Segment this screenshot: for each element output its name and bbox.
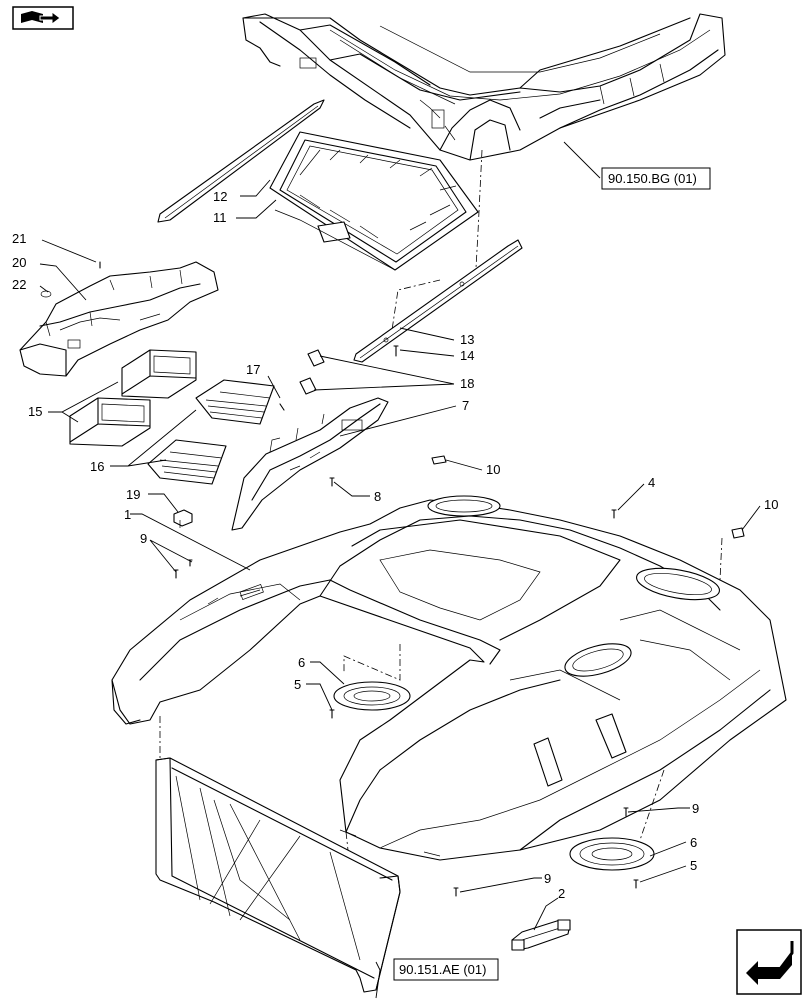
part-6-speaker-left (333, 681, 411, 711)
clip-18-lower (299, 377, 317, 395)
screw-9-right (623, 807, 629, 817)
cab-frame (242, 13, 726, 161)
callout-10-top[interactable]: 10 (486, 462, 500, 477)
ref-box-bg[interactable]: 90.150.BG (01) (601, 167, 711, 190)
part-11-sunroof (269, 131, 479, 271)
callout-15[interactable]: 15 (28, 404, 42, 419)
callout-20[interactable]: 20 (12, 255, 26, 270)
callout-1[interactable]: 1 (124, 507, 131, 522)
arrow-return-icon[interactable] (736, 929, 802, 995)
ref-box-ae[interactable]: 90.151.AE (01) (393, 958, 499, 981)
callout-9-bottom[interactable]: 9 (544, 871, 551, 886)
part-15-vent-lower (69, 397, 151, 447)
part-20-air-duct (19, 261, 219, 377)
callout-5-left[interactable]: 5 (294, 677, 301, 692)
part-16-grille-upper (195, 379, 275, 425)
alignment-lines (159, 149, 723, 851)
clip-18-upper (307, 349, 325, 367)
callout-6-left[interactable]: 6 (298, 655, 305, 670)
ref-bg-label[interactable]: 90.150.BG (01) (608, 171, 697, 186)
callout-11[interactable]: 11 (213, 210, 227, 225)
part-19-lamp (173, 509, 193, 528)
callout-5-right[interactable]: 5 (690, 858, 697, 873)
book-arrow-icon[interactable] (12, 6, 74, 30)
callout-22[interactable]: 22 (12, 277, 26, 292)
screw-9-left-a (173, 569, 179, 579)
part-13-rear-strip (353, 239, 523, 363)
screw-4 (611, 509, 617, 519)
callout-18[interactable]: 18 (460, 376, 474, 391)
ref-ae-label[interactable]: 90.151.AE (01) (399, 962, 486, 977)
clip-10-right (731, 527, 745, 539)
part-6-speaker-right (569, 837, 655, 871)
screw-14 (393, 345, 399, 357)
callout-16[interactable]: 16 (90, 459, 104, 474)
part-1-headliner (111, 495, 787, 861)
screw-9-bottom (453, 887, 459, 897)
callout-13[interactable]: 13 (460, 332, 474, 347)
callout-7[interactable]: 7 (462, 398, 469, 413)
clip-22 (40, 290, 52, 298)
clip-17 (279, 403, 285, 411)
screw-8 (329, 477, 335, 487)
window-frame (155, 757, 401, 993)
callout-17[interactable]: 17 (246, 362, 260, 377)
callout-8[interactable]: 8 (374, 489, 381, 504)
part-16-grille-lower (147, 439, 227, 485)
part-7-console (231, 397, 389, 531)
screw-5-right (633, 879, 639, 889)
part-12-trim-strip (157, 99, 325, 223)
callout-21[interactable]: 21 (12, 231, 26, 246)
callout-10-right[interactable]: 10 (764, 497, 778, 512)
callout-6-right[interactable]: 6 (690, 835, 697, 850)
callout-19[interactable]: 19 (126, 487, 140, 502)
callout-4[interactable]: 4 (648, 475, 655, 490)
part-15-vent-upper (121, 349, 197, 399)
callout-14[interactable]: 14 (460, 348, 474, 363)
callouts: 12 11 21 20 22 13 14 17 18 7 15 16 10 4 … (12, 189, 778, 901)
part-2-handle (511, 919, 571, 951)
screw-5-left (329, 709, 335, 719)
callout-9-left[interactable]: 9 (140, 531, 147, 546)
leader-lines (39, 141, 761, 999)
clip-10-top (431, 455, 447, 465)
callout-9-right[interactable]: 9 (692, 801, 699, 816)
callout-2[interactable]: 2 (558, 886, 565, 901)
callout-12[interactable]: 12 (213, 189, 227, 204)
